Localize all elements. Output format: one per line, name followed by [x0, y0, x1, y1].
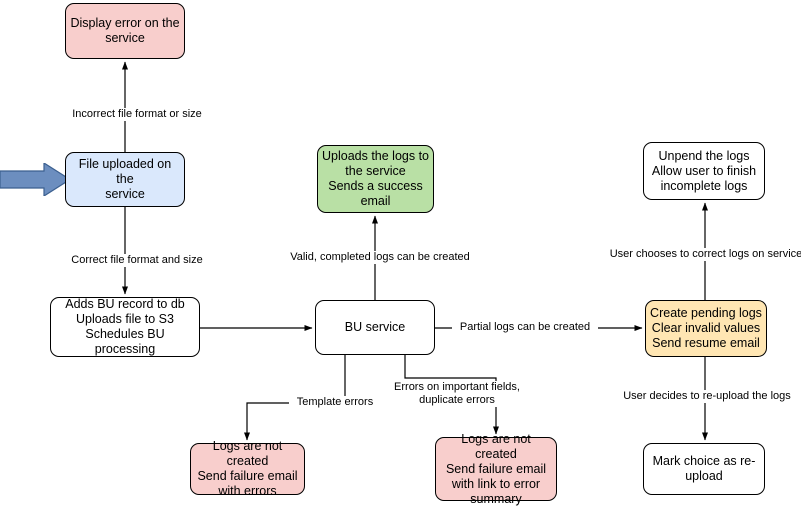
- edge-label-user-chooses-correct-logs: User chooses to correct logs on service: [604, 248, 801, 261]
- node-uploads-logs-success[interactable]: Uploads the logs to the service Sends a …: [317, 145, 434, 213]
- edge-label-errors-important-fields: Errors on important fields, duplicate er…: [390, 381, 524, 407]
- edge-label-user-decides-reupload: User decides to re-upload the logs: [615, 390, 799, 403]
- node-bu-service[interactable]: BU service: [315, 300, 435, 355]
- edge-label-template-errors: Template errors: [289, 396, 381, 409]
- node-adds-bu-record[interactable]: Adds BU record to db Uploads file to S3 …: [50, 297, 200, 357]
- edge-label-correct-file-format: Correct file format and size: [55, 254, 219, 267]
- entry-arrow-icon: [0, 163, 72, 196]
- node-unpend-logs[interactable]: Unpend the logs Allow user to finish inc…: [643, 142, 765, 200]
- edge-label-partial-logs: Partial logs can be created: [452, 321, 598, 334]
- node-file-uploaded-on-service[interactable]: File uploaded on the service: [65, 152, 185, 207]
- node-logs-not-created-with-errors[interactable]: Logs are not created Send failure email …: [190, 439, 305, 498]
- node-display-error[interactable]: Display error on the service: [65, 3, 185, 59]
- node-logs-not-created-error-summary[interactable]: Logs are not created Send failure email …: [435, 432, 557, 506]
- node-create-pending-logs[interactable]: Create pending logs Clear invalid values…: [645, 300, 767, 357]
- edge-label-incorrect-file-format: Incorrect file format or size: [55, 108, 219, 121]
- node-mark-choice-as-reupload[interactable]: Mark choice as re- upload: [643, 443, 765, 495]
- edge-label-valid-completed-logs: Valid, completed logs can be created: [278, 251, 482, 264]
